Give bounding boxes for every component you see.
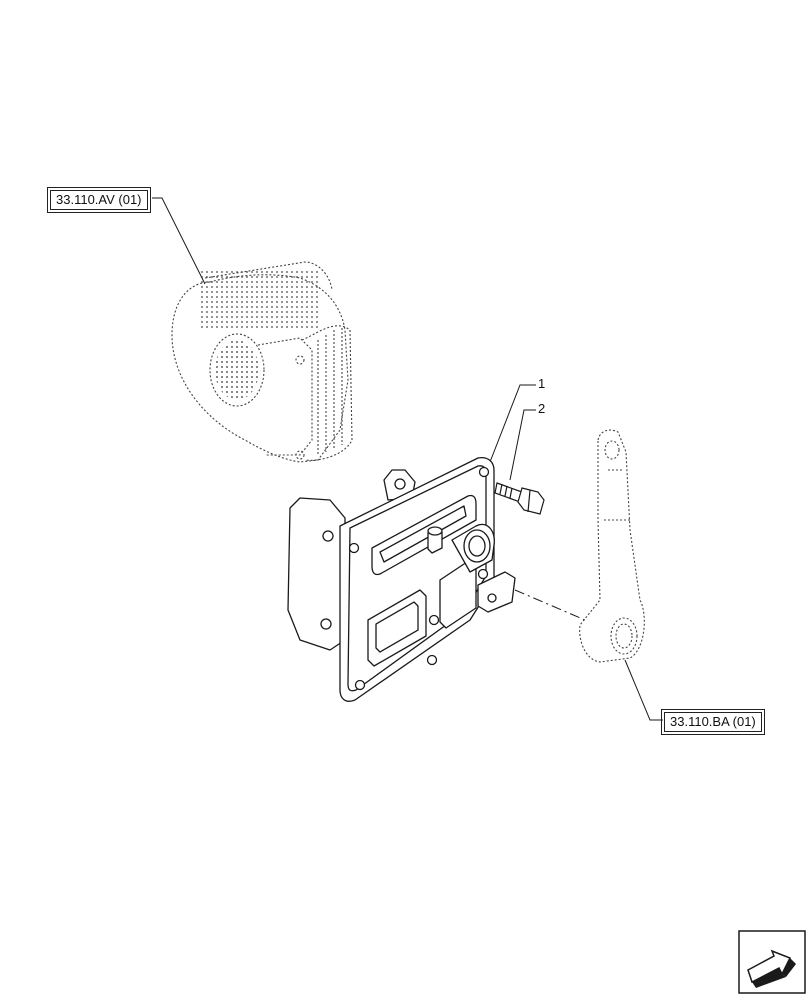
leader-upper-ref xyxy=(152,197,206,285)
brake-disc-assembly xyxy=(171,261,353,463)
callout-item-1: 1 xyxy=(538,376,546,391)
leader-item-1 xyxy=(489,384,536,463)
leader-lines xyxy=(152,197,663,721)
reference-label-lower[interactable]: 33.110.BA (01) xyxy=(661,709,765,735)
reference-label-upper[interactable]: 33.110.AV (01) xyxy=(47,187,151,213)
bolt xyxy=(494,482,545,515)
leader-lower-ref xyxy=(624,659,663,721)
leader-item-2 xyxy=(509,409,536,481)
callout-item-2: 2 xyxy=(538,401,546,416)
brake-housing-cover xyxy=(287,456,516,702)
center-line xyxy=(514,589,586,621)
brake-lever-arm xyxy=(579,429,645,663)
next-page-arrow-icon[interactable] xyxy=(738,930,806,994)
